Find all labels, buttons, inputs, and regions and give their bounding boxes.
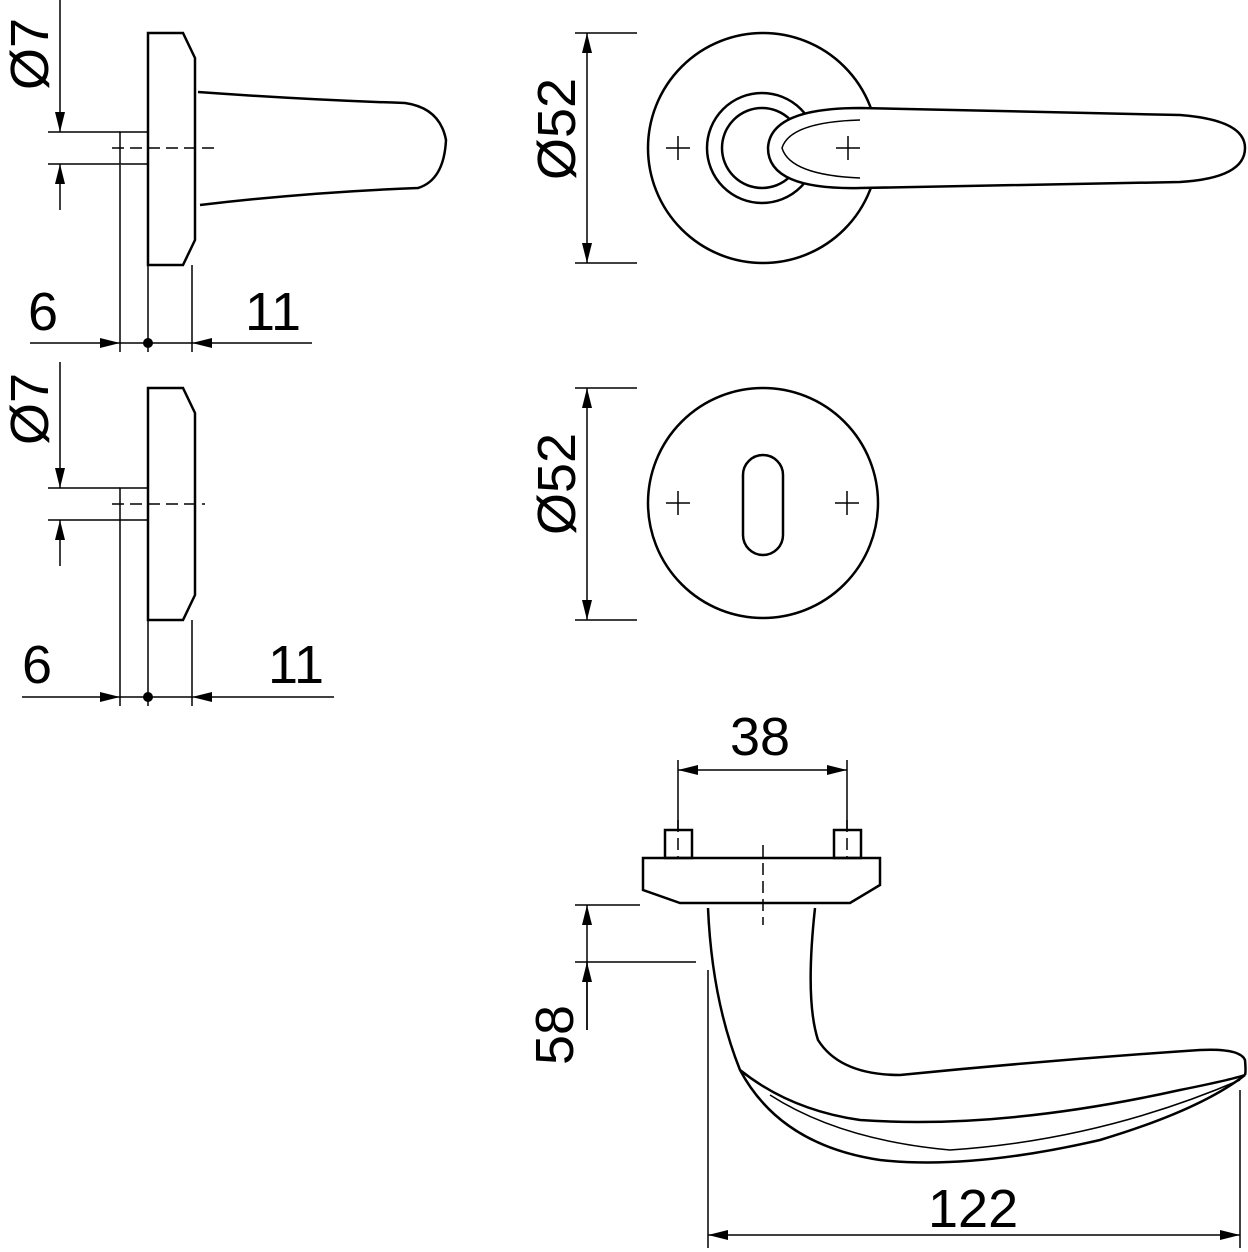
escutcheon-front-view: Ø52	[527, 386, 880, 621]
spindle-diameter-label: Ø7	[0, 18, 60, 90]
spindle-diameter-label: Ø7	[0, 373, 60, 445]
length-label: 122	[928, 1179, 1018, 1239]
escutcheon-side-view: Ø7 6 11	[0, 362, 334, 706]
offset-left-label: 6	[22, 635, 52, 695]
handle-front-view: Ø52	[527, 31, 1247, 265]
screw-spacing-label: 38	[730, 707, 790, 767]
rose-diameter-label: Ø52	[527, 433, 587, 535]
offset-left-label: 6	[28, 282, 58, 342]
handle-side-view: Ø7 6 11	[0, 0, 448, 352]
offset-right-label: 11	[245, 282, 301, 342]
projection-label: 58	[525, 1005, 585, 1065]
rose-diameter-label: Ø52	[527, 78, 587, 180]
offset-right-label: 11	[268, 635, 324, 695]
handle-top-view: 38 58 122	[525, 707, 1247, 1248]
